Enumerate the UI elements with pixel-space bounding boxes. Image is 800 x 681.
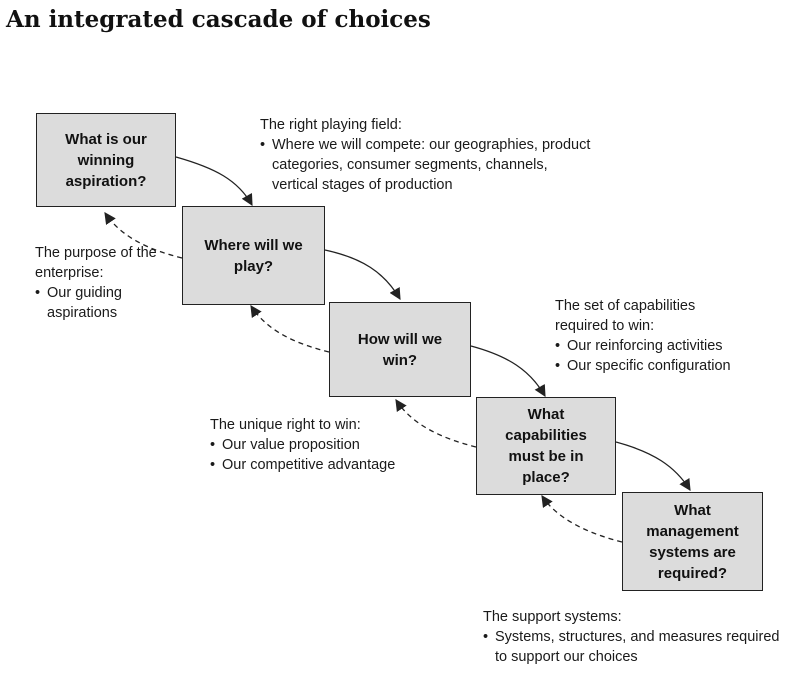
annotation-capabilities-heading: The set of capabilities required to win:	[555, 298, 696, 334]
annotation-capabilities-bullet: •Our specific configuration	[555, 358, 731, 374]
forward-arrow-2	[324, 249, 401, 301]
box-management-systems-label: What management systems are required?	[646, 501, 739, 582]
annotation-playing-field-bullet: •Where we will compete: our geographies,…	[260, 137, 591, 193]
feedback-arrow-3	[395, 399, 477, 448]
box-how-to-win-label: How will we win?	[357, 330, 443, 369]
annotation-capabilities: The set of capabilities required to win:…	[555, 296, 775, 376]
annotation-right-to-win-bullet: •Our value proposition	[210, 437, 360, 453]
box-winning-aspiration-label: What is our winning aspiration?	[65, 130, 147, 190]
annotation-purpose-bullet: •Our guiding aspirations	[35, 285, 122, 321]
bullet-marker: •	[555, 358, 561, 374]
bullet-marker: •	[260, 137, 266, 153]
annotation-capabilities-bullet: •Our reinforcing activities	[555, 338, 723, 354]
feedback-arrow-2	[250, 305, 330, 353]
annotation-purpose: The purpose of the enterprise: •Our guid…	[35, 243, 175, 323]
bullet-marker: •	[483, 629, 489, 645]
box-winning-aspiration: What is our winning aspiration?	[36, 113, 176, 207]
box-management-systems: What management systems are required?	[622, 492, 763, 591]
annotation-playing-field-heading: The right playing field:	[260, 117, 402, 133]
annotation-purpose-heading: The purpose of the enterprise:	[35, 245, 157, 281]
annotation-support-systems-bullet: •Systems, structures, and measures requi…	[483, 629, 780, 665]
feedback-arrow-4	[541, 495, 623, 543]
bullet-marker: •	[210, 457, 216, 473]
annotation-playing-field: The right playing field: •Where we will …	[260, 115, 595, 195]
box-capabilities: What capabilities must be in place?	[476, 397, 616, 495]
forward-arrow-3	[470, 345, 546, 398]
box-where-to-play: Where will we play?	[182, 206, 325, 305]
forward-arrow-4	[615, 441, 691, 491]
box-where-to-play-label: Where will we play?	[204, 236, 303, 275]
page-title: An integrated cascade of choices	[6, 6, 431, 33]
box-capabilities-label: What capabilities must be in place?	[505, 406, 587, 486]
annotation-right-to-win-heading: The unique right to win:	[210, 417, 361, 433]
bullet-marker: •	[35, 285, 41, 301]
box-how-to-win: How will we win?	[329, 302, 471, 397]
forward-arrow-1	[175, 156, 253, 207]
annotation-right-to-win: The unique right to win: •Our value prop…	[210, 415, 450, 475]
annotation-support-systems-heading: The support systems:	[483, 609, 622, 625]
annotation-right-to-win-bullet: •Our competitive advantage	[210, 457, 396, 473]
bullet-marker: •	[210, 437, 216, 453]
bullet-marker: •	[555, 338, 561, 354]
feedback-arrow-1	[104, 212, 183, 259]
annotation-support-systems: The support systems: •Systems, structure…	[483, 607, 783, 667]
